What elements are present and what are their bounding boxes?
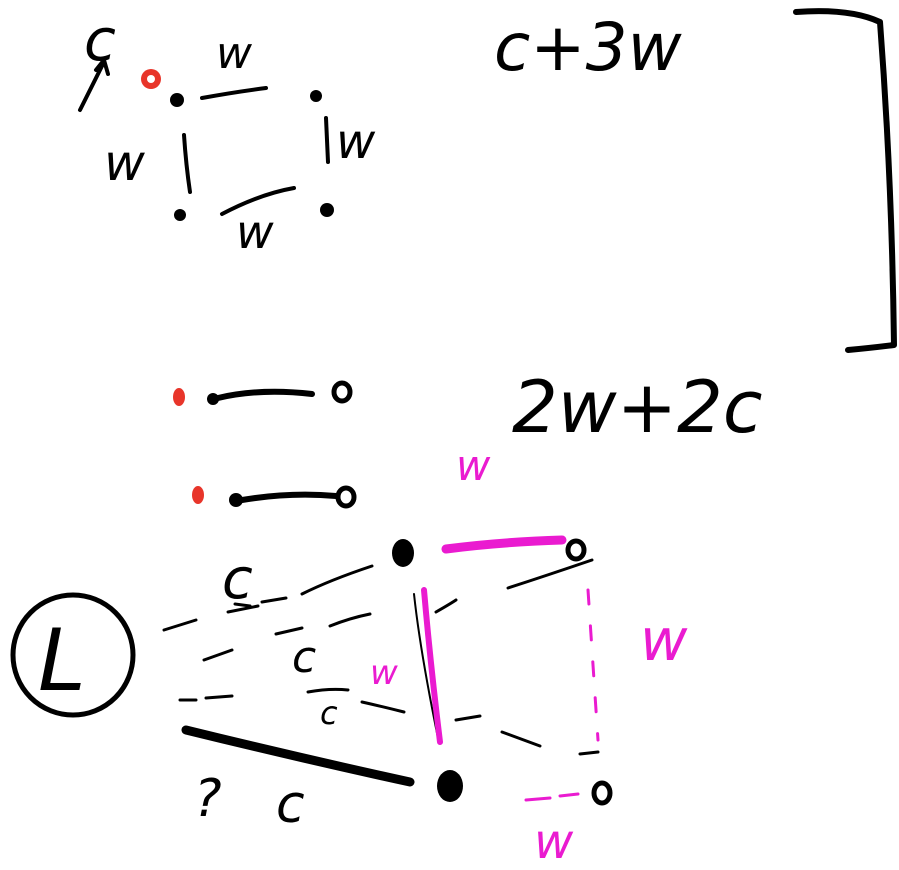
node-upper-mid	[392, 539, 414, 567]
node-top-right	[310, 90, 322, 102]
node-bottom-right	[320, 203, 334, 217]
single-edge-graph-1	[173, 380, 353, 406]
circled-label: L	[38, 611, 86, 711]
dashed-hatching	[162, 564, 600, 756]
top-left-c-label: c	[222, 547, 253, 612]
question-mark-label: ?	[194, 769, 222, 829]
inner-c-label-2: c	[320, 694, 338, 732]
right-diagonal	[506, 558, 594, 590]
node-lower-right	[591, 780, 613, 806]
bottom-edge	[220, 186, 296, 216]
right-w-label: w	[640, 606, 688, 674]
left-edge-label: w	[104, 134, 145, 192]
left-edge	[182, 133, 192, 194]
bottom-thick-edge	[181, 725, 415, 787]
middle-edge-w-label: w	[370, 653, 398, 693]
single-edge-graph-2	[192, 485, 357, 509]
corner-arrow	[78, 58, 110, 112]
top-edge-label: w	[216, 28, 253, 79]
inner-c-label-1: c	[292, 632, 316, 683]
lower-prism-graph: L w c	[10, 441, 688, 870]
circled-label-ring	[10, 592, 136, 718]
top-edge	[200, 86, 268, 100]
node-lower-mid	[437, 770, 463, 802]
bottom-edge-label: w	[236, 205, 274, 259]
magenta-bottom-edge	[524, 792, 580, 802]
node-top-left	[170, 93, 184, 107]
right-edge-label: w	[336, 114, 376, 170]
bottom-c-label: c	[276, 775, 305, 835]
node-upper-right	[565, 538, 587, 562]
right-edge-mark	[324, 116, 330, 164]
top-square-graph: c w w w w	[78, 6, 376, 259]
bottom-right-w-label: w	[534, 814, 574, 870]
formula-bottom: 2w+2c	[512, 365, 762, 449]
dashed-vertical-black	[413, 593, 439, 739]
right-bracket	[793, 8, 897, 353]
red-start-node	[141, 69, 161, 89]
magenta-dashed-right-edge	[586, 588, 600, 742]
formula-top: c+3w	[494, 9, 683, 86]
top-right-w-label: w	[456, 441, 491, 490]
magenta-top-edge	[441, 535, 567, 554]
node-bottom-left	[174, 209, 186, 221]
magenta-vertical-edge	[421, 587, 443, 745]
